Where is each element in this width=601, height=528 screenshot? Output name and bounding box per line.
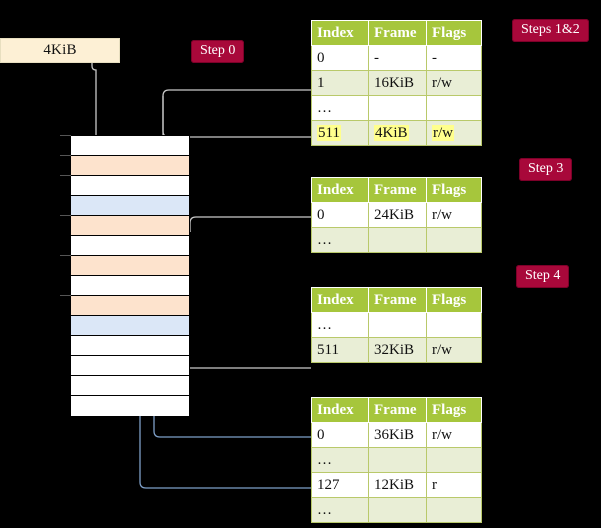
source-size-label: 4KiB	[43, 42, 77, 58]
column-header-frame: Frame	[368, 20, 427, 46]
memory-frame-row	[71, 356, 189, 376]
memory-frame-row	[71, 236, 189, 256]
memory-frame-row	[60, 175, 189, 196]
memory-frame-row	[71, 336, 189, 356]
badge-step-0-label: Step 0	[200, 43, 236, 58]
table-cell-index: 0	[311, 45, 369, 71]
table-cell-frame: 4KiB	[368, 120, 427, 146]
table-cell-flags: r/w	[426, 422, 482, 448]
table-cell-flags	[426, 227, 482, 253]
table-cell-frame	[368, 447, 427, 473]
table-cell-frame: 36KiB	[368, 422, 427, 448]
column-header-flags: Flags	[426, 177, 482, 203]
badge-step-4-label: Step 4	[525, 268, 561, 283]
table-cell-flags: r/w	[426, 202, 482, 228]
table-cell-index: …	[311, 312, 369, 338]
column-header-index: Index	[311, 397, 369, 423]
table-cell-frame: 24KiB	[368, 202, 427, 228]
table-row: 0--	[311, 45, 482, 71]
table-cell-flags: -	[426, 45, 482, 71]
column-header-index: Index	[311, 177, 369, 203]
table-row: …	[311, 447, 482, 473]
table-cell-frame	[368, 95, 427, 121]
memory-frame-row	[60, 255, 189, 276]
table-cell-index: …	[311, 497, 369, 523]
table-cell-flags	[426, 312, 482, 338]
memory-frame-row	[60, 215, 189, 236]
table-cell-index: 511	[311, 120, 369, 146]
column-header-flags: Flags	[426, 20, 482, 46]
memory-frame-tick	[60, 175, 71, 176]
badge-step-0: Step 0	[191, 40, 245, 63]
memory-frame-tick	[60, 255, 71, 256]
table-row: …	[311, 95, 482, 121]
table-cell-frame	[368, 227, 427, 253]
column-header-frame: Frame	[368, 287, 427, 313]
table-cell-frame	[368, 312, 427, 338]
table-cell-flags: r/w	[426, 70, 482, 96]
memory-frame-row	[71, 276, 189, 296]
column-header-flags: Flags	[426, 287, 482, 313]
table-cell-index: …	[311, 95, 369, 121]
memory-frame-tick	[60, 295, 71, 296]
memory-frame-tick	[60, 155, 71, 156]
column-header-frame: Frame	[368, 177, 427, 203]
column-header-index: Index	[311, 20, 369, 46]
column-header-flags: Flags	[426, 397, 482, 423]
column-header-index: Index	[311, 287, 369, 313]
table-row: …	[311, 312, 482, 338]
table-cell-index: …	[311, 227, 369, 253]
badge-step-3-label: Step 3	[528, 161, 564, 176]
memory-frame-row	[60, 135, 189, 156]
table-cell-index: 0	[311, 422, 369, 448]
source-size-box: 4KiB	[0, 38, 120, 63]
table-cell-flags: r	[426, 472, 482, 498]
table-cell-index: 127	[311, 472, 369, 498]
table-cell-frame: 16KiB	[368, 70, 427, 96]
badge-steps-1-and-2-label: Steps 1&2	[521, 22, 580, 37]
memory-frame-tick	[60, 135, 71, 136]
memory-frame-tick	[60, 215, 71, 216]
memory-frame-row	[60, 155, 189, 176]
table-cell-index: 0	[311, 202, 369, 228]
badge-step-4: Step 4	[516, 265, 570, 288]
table-cell-flags: r/w	[426, 337, 482, 363]
badge-step-3: Step 3	[519, 158, 573, 181]
table-cell-index: …	[311, 447, 369, 473]
table-cell-frame: -	[368, 45, 427, 71]
table-cell-flags: r/w	[426, 120, 482, 146]
table-cell-flags	[426, 497, 482, 523]
memory-frame-row	[71, 376, 189, 396]
table-row: …	[311, 227, 482, 253]
memory-frame-row	[71, 396, 189, 416]
table-cell-flags	[426, 447, 482, 473]
physical-memory-column	[60, 135, 190, 416]
table-cell-index: 1	[311, 70, 369, 96]
table-cell-frame: 32KiB	[368, 337, 427, 363]
table-row: …	[311, 497, 482, 523]
table-cell-frame: 12KiB	[368, 472, 427, 498]
memory-frame-row	[60, 295, 189, 316]
badge-steps-1-and-2: Steps 1&2	[512, 19, 589, 42]
memory-frame-row	[71, 316, 189, 336]
table-cell-flags	[426, 95, 482, 121]
memory-frame-row	[71, 196, 189, 216]
column-header-frame: Frame	[368, 397, 427, 423]
table-cell-frame	[368, 497, 427, 523]
table-cell-index: 511	[311, 337, 369, 363]
